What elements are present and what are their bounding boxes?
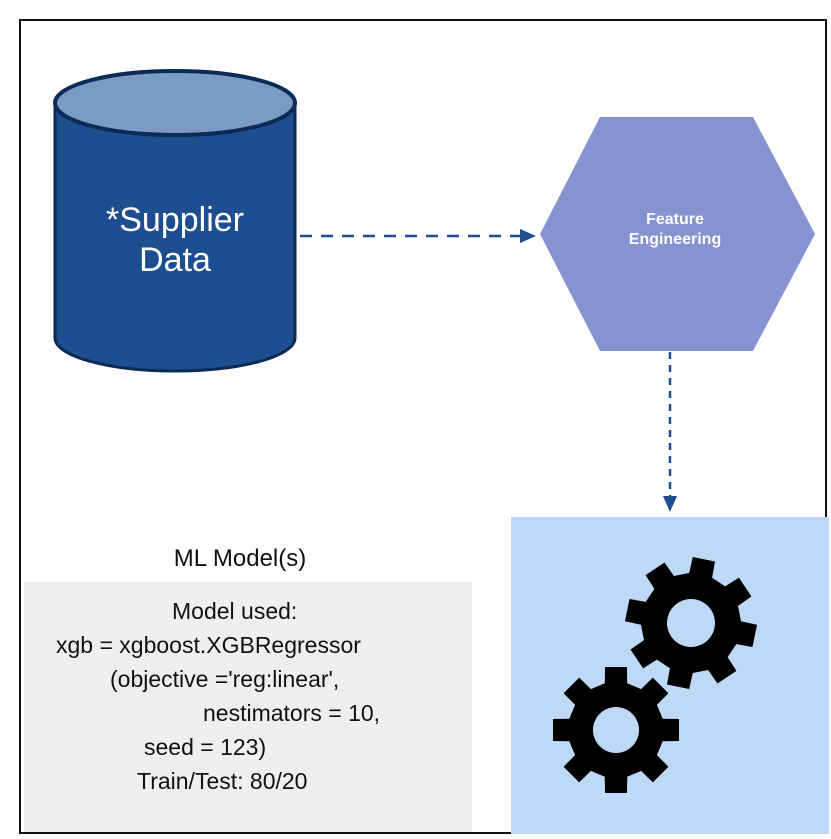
- model-line-6: Train/Test: 80/20: [137, 768, 308, 794]
- feature-label-line1: Feature: [646, 211, 704, 228]
- arrow-supplier-to-feature: [300, 229, 536, 243]
- supplier-data-label: *Supplier Data: [62, 200, 288, 280]
- gear-large-icon: [625, 557, 757, 689]
- model-line-3: (objective ='reg:linear',: [110, 666, 340, 692]
- arrow-feature-to-gears: [663, 352, 677, 512]
- model-line-2: xgb = xgboost.XGBRegressor: [56, 632, 361, 658]
- feature-engineering-label: Feature Engineering: [560, 210, 790, 250]
- model-line-5: seed = 123): [144, 734, 267, 760]
- feature-label-line2: Engineering: [628, 231, 722, 248]
- supplier-label-line1: *Supplier: [106, 201, 244, 239]
- supplier-label-line2: Data: [139, 241, 211, 279]
- diagram-frame: [19, 19, 827, 834]
- model-line-4: nestimators = 10,: [203, 700, 381, 726]
- model-line-1: Model used:: [172, 598, 298, 624]
- gear-shape: [625, 557, 757, 689]
- supplier-data-cylinder: [53, 69, 297, 373]
- gears-icon: [553, 557, 757, 793]
- feature-engineering-hexagon: [540, 117, 815, 351]
- gear-shape: [553, 667, 679, 793]
- gear-small-icon: [553, 667, 679, 793]
- ml-model-title: ML Model(s): [173, 545, 307, 572]
- gears-panel: [511, 517, 829, 834]
- model-config-box: Model used: xgb = xgboost.XGBRegressor (…: [24, 582, 472, 832]
